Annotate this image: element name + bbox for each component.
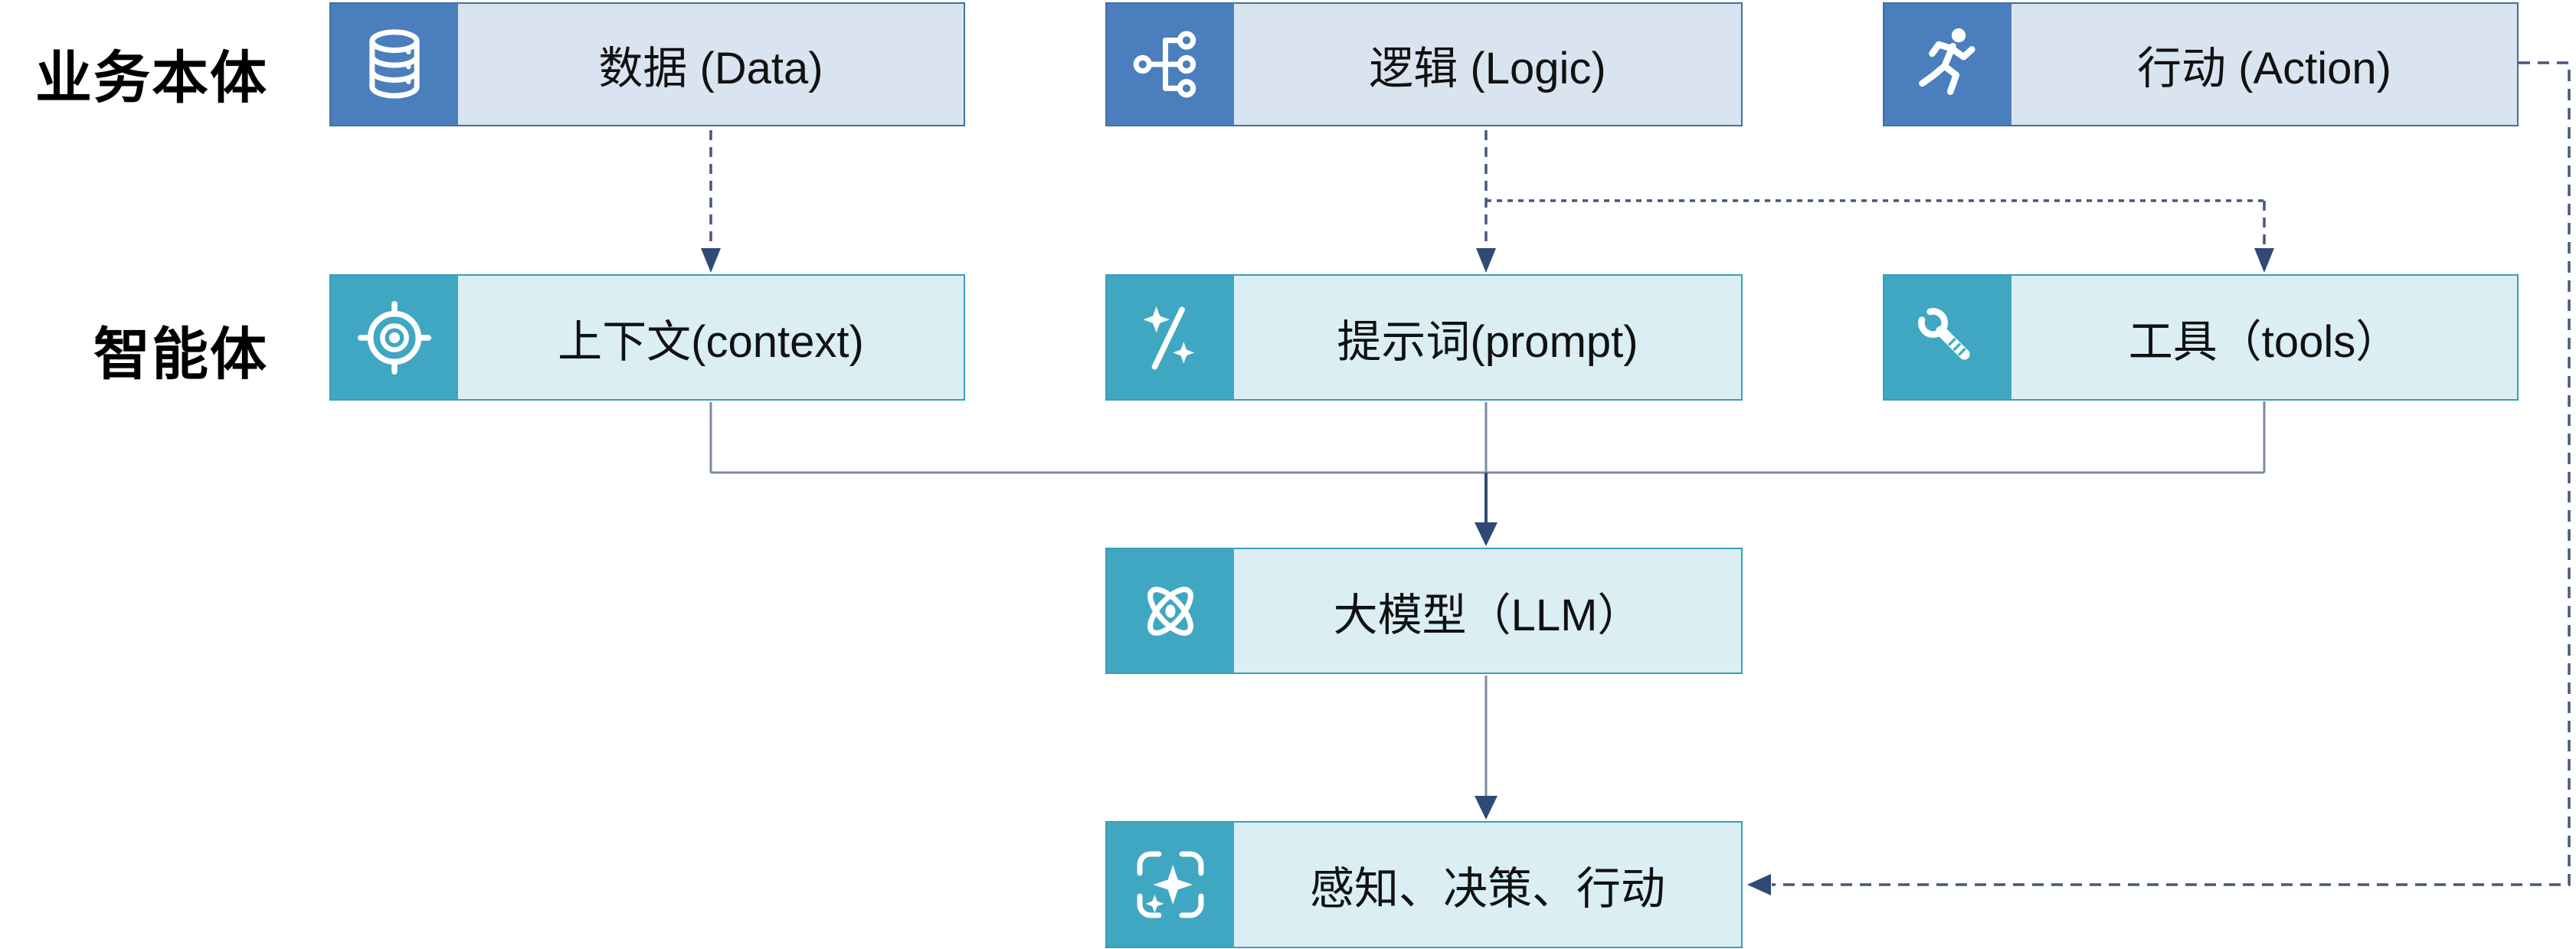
dashed-action-feedback-loop [1772, 61, 2571, 886]
box-action: 行动 (Action) [1883, 2, 2519, 126]
box-prompt: 提示词(prompt) [1105, 274, 1743, 401]
runner-icon [1884, 4, 2011, 125]
box-data: 数据 (Data) [329, 2, 965, 126]
box-prompt-label: 提示词(prompt) [1337, 316, 1638, 367]
box-tools-label: 工具（tools） [2128, 316, 2401, 367]
label-agent: 智能体 [93, 322, 268, 386]
wrench-icon [1884, 276, 2011, 399]
target-icon [331, 276, 458, 399]
box-llm-label: 大模型（LLM） [1333, 590, 1642, 640]
box-llm: 大模型（LLM） [1105, 548, 1743, 674]
box-action-label: 行动 (Action) [2137, 44, 2391, 93]
database-icon [331, 4, 458, 125]
arrowhead-into-prompt [1476, 248, 1496, 273]
box-outcome-label: 感知、决策、行动 [1309, 864, 1665, 914]
arrowhead-into-outcome-top [1475, 796, 1497, 820]
arrowhead-into-tools [2254, 248, 2274, 273]
box-logic-label: 逻辑 (Logic) [1369, 44, 1606, 93]
box-outcome: 感知、决策、行动 [1105, 821, 1743, 948]
magic-wand-icon [1107, 276, 1234, 399]
sparkle-frame-icon [1107, 823, 1234, 947]
arrowhead-into-context [701, 248, 721, 273]
box-logic: 逻辑 (Logic) [1105, 2, 1743, 126]
flow-branch-icon [1107, 4, 1234, 125]
arrowhead-into-outcome-right [1747, 874, 1771, 895]
box-tools: 工具（tools） [1883, 274, 2519, 401]
label-business-ontology: 业务本体 [35, 46, 268, 110]
atom-icon [1107, 549, 1234, 672]
box-data-label: 数据 (Data) [598, 44, 823, 93]
arrowhead-into-llm [1475, 522, 1497, 546]
box-context: 上下文(context) [329, 274, 965, 401]
box-context-label: 上下文(context) [558, 316, 864, 367]
